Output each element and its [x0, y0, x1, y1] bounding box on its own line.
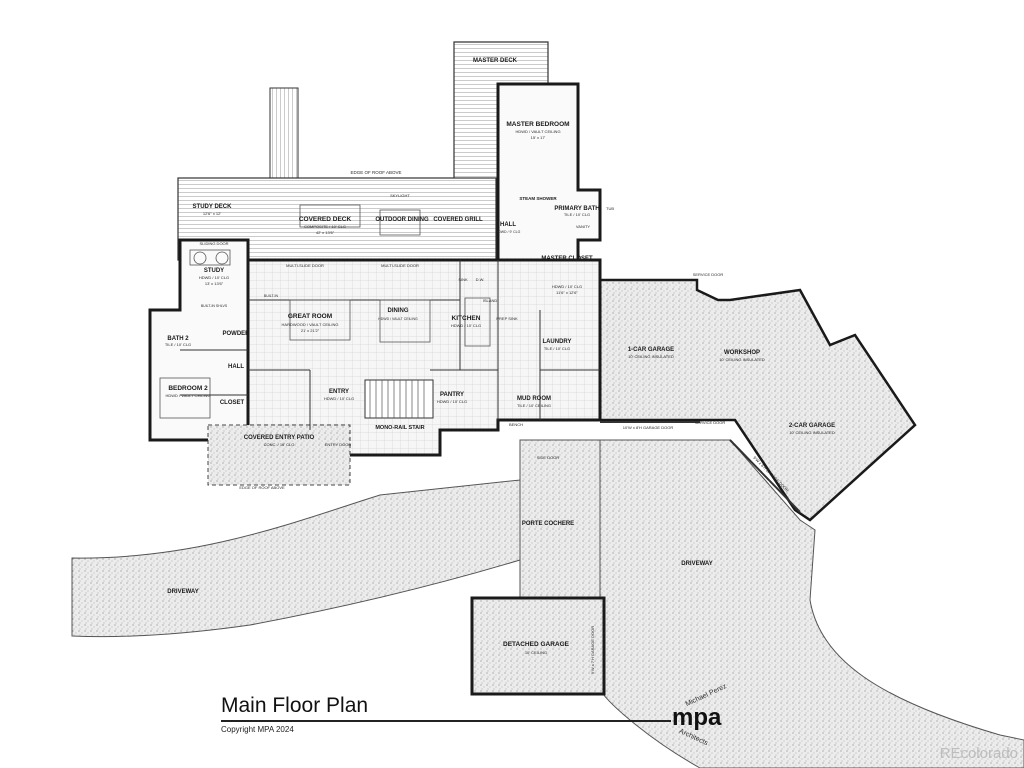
hall-top-label: HALL: [500, 222, 516, 228]
driveway-left-label: DRIVEWAY: [167, 589, 198, 595]
bath2-label: BATH 2: [167, 336, 189, 342]
study-deck-label: STUDY DECK: [193, 204, 233, 210]
architect-logo-mark: mpa: [672, 704, 722, 731]
pantry-label: PANTRY: [440, 392, 464, 398]
copyright: Copyright MPA 2024: [221, 725, 294, 734]
entry-label: ENTRY: [329, 389, 349, 395]
hall-mid-label: HALL: [228, 364, 244, 370]
one-car-garage-label: 1-CAR GARAGE: [628, 347, 674, 353]
mud-room-label: MUD ROOM: [517, 396, 551, 402]
left-wing: [148, 238, 250, 442]
garage-wing: [598, 278, 917, 522]
garage-door-lines: [600, 421, 801, 513]
plan-title: Main Floor Plan: [221, 694, 369, 717]
dining-sub: HDWD / VAULT CEILING: [378, 317, 418, 321]
built-in-label: BUILT-IN: [264, 294, 279, 298]
primary-bath-sub: TILE / 10' CLG: [564, 212, 590, 217]
steam-shower-label: STEAM SHOWER: [519, 196, 557, 201]
outdoor-dining-label: OUTDOOR DINING: [375, 217, 429, 223]
bedroom2-label: BEDROOM 2: [168, 385, 208, 392]
mono-rail-stair: [364, 379, 434, 419]
side-door-label: SIDE DOOR: [537, 455, 560, 460]
laundry-sub: TILE / 10' CLG: [544, 346, 570, 351]
workshop-label: WORKSHOP: [724, 350, 760, 356]
master-bedroom-dim: 15' x 17': [531, 135, 546, 140]
study-dim: 13' x 13'6": [205, 281, 224, 286]
service-door-mid-label: SERVICE DOOR: [695, 420, 726, 425]
workshop-sub: 10' CEILING INSULATED: [719, 357, 765, 362]
furniture: [159, 204, 491, 419]
architect-logo: Michael Perez mpa Architects: [664, 683, 734, 747]
study-sub: HDWD / 10' CLG: [199, 275, 229, 280]
detached-garage: [470, 596, 606, 696]
watermark: REcolorado: [939, 745, 1018, 762]
covered-deck-dim: 42' x 13'6": [316, 230, 335, 235]
great-room-dim: 21' x 21'2": [301, 328, 320, 333]
two-car-garage-label: 2-CAR GARAGE: [789, 423, 835, 429]
pantry-sub: HDWD / 10' CLG: [437, 399, 467, 404]
built-in-shelves-label: BUILT-IN SHLVS: [201, 304, 228, 308]
master-closet-dim: 11'6" x 12'6": [556, 290, 578, 295]
mud-room-sub: TILE / 10' CEILING: [517, 403, 551, 408]
two-car-garage-sub: 10' CEILING INSULATED: [789, 430, 835, 435]
upper-stair: [269, 87, 299, 181]
island-label: ISLAND: [483, 298, 498, 303]
primary-bath-label: PRIMARY BATH: [554, 206, 599, 212]
tub-label: TUB: [606, 206, 614, 211]
bedroom2-sub: HDWD / VAULT CEILING: [165, 393, 210, 398]
detached-garage-sub: 10' CEILING: [525, 650, 547, 655]
great-room-sub: HARDWOOD / VAULT CEILING: [282, 322, 339, 327]
entry-door-label: ENTRY DOOR: [325, 442, 352, 447]
vanity-label: VANITY: [576, 224, 590, 229]
master-closet-label: MASTER CLOSET: [541, 256, 593, 262]
covered-entry-patio: [207, 424, 351, 486]
sink-label: SINK: [458, 277, 468, 282]
driveway-right-label: DRIVEWAY: [681, 561, 712, 567]
powder-label: POWDER: [223, 331, 251, 337]
entry-sub: HDWD / 10' CLG: [324, 396, 354, 401]
master-closet-sub: HDWD / 10' CLG: [552, 284, 582, 289]
garage-door-2-label: 9'W x 7'H GARAGE DOOR: [590, 626, 595, 674]
great-room-label: GREAT ROOM: [288, 313, 332, 320]
bench-label: BENCH: [509, 422, 523, 427]
edge-roof-bottom-label: EDGE OF ROOF ABOVE: [239, 485, 285, 490]
sliding-door-label: SLIDING DOOR: [199, 241, 228, 246]
one-car-garage-sub: 10' CEILING INSULATED: [628, 354, 674, 359]
garage-door-1-label: 10'W x 8'H GARAGE DOOR: [623, 425, 674, 430]
driveway-right: [569, 439, 1024, 768]
edge-roof-top-label: EDGE OF ROOF ABOVE: [350, 170, 401, 175]
skylight-label: SKYLIGHT: [390, 193, 410, 198]
porte-cochere-drive: [519, 439, 601, 601]
covered-entry-sub: CONC. / 10' CLG: [264, 442, 295, 447]
covered-deck-label: COVERED DECK: [299, 216, 352, 223]
covered-grill-label: COVERED GRILL: [433, 217, 483, 223]
closet-label: CLOSET: [220, 400, 245, 406]
covered-entry-label: COVERED ENTRY PATIO: [244, 435, 315, 441]
dining-label: DINING: [388, 308, 409, 314]
porte-cochere-label: PORTE COCHERE: [522, 521, 574, 527]
master-bedroom-sub: HDWD / VAULT CEILING: [515, 129, 560, 134]
multi-slide-1-label: MULTI-SLIDE DOOR: [286, 263, 324, 268]
study-deck-dim: 12'6" x 12': [203, 211, 222, 216]
bath2-sub: TILE / 10' CLG: [165, 342, 191, 347]
covered-deck-sub: COMPOSITE / 10' CLG: [304, 224, 346, 229]
kitchen-sub: HDWD / 10' CLG: [451, 323, 481, 328]
prep-sink-label: PREP SINK: [496, 316, 518, 321]
laundry-label: LAUNDRY: [542, 339, 571, 345]
mono-rail-label: MONO-RAIL STAIR: [375, 425, 424, 431]
driveway-left: [71, 479, 521, 638]
master-bedroom-label: MASTER BEDROOM: [506, 121, 569, 128]
detached-garage-label: DETACHED GARAGE: [503, 641, 570, 648]
title-rule: [221, 720, 671, 722]
kitchen-label: KITCHEN: [452, 315, 481, 322]
service-door-top-label: SERVICE DOOR: [693, 272, 724, 277]
hall-top-sub: HDWD / 9' CLG: [496, 230, 521, 234]
multi-slide-2-label: MULTI-SLIDE DOOR: [381, 263, 419, 268]
dw-label: D.W.: [476, 277, 485, 282]
master-deck-label: MASTER DECK: [473, 58, 518, 64]
study-label: STUDY: [204, 268, 224, 274]
